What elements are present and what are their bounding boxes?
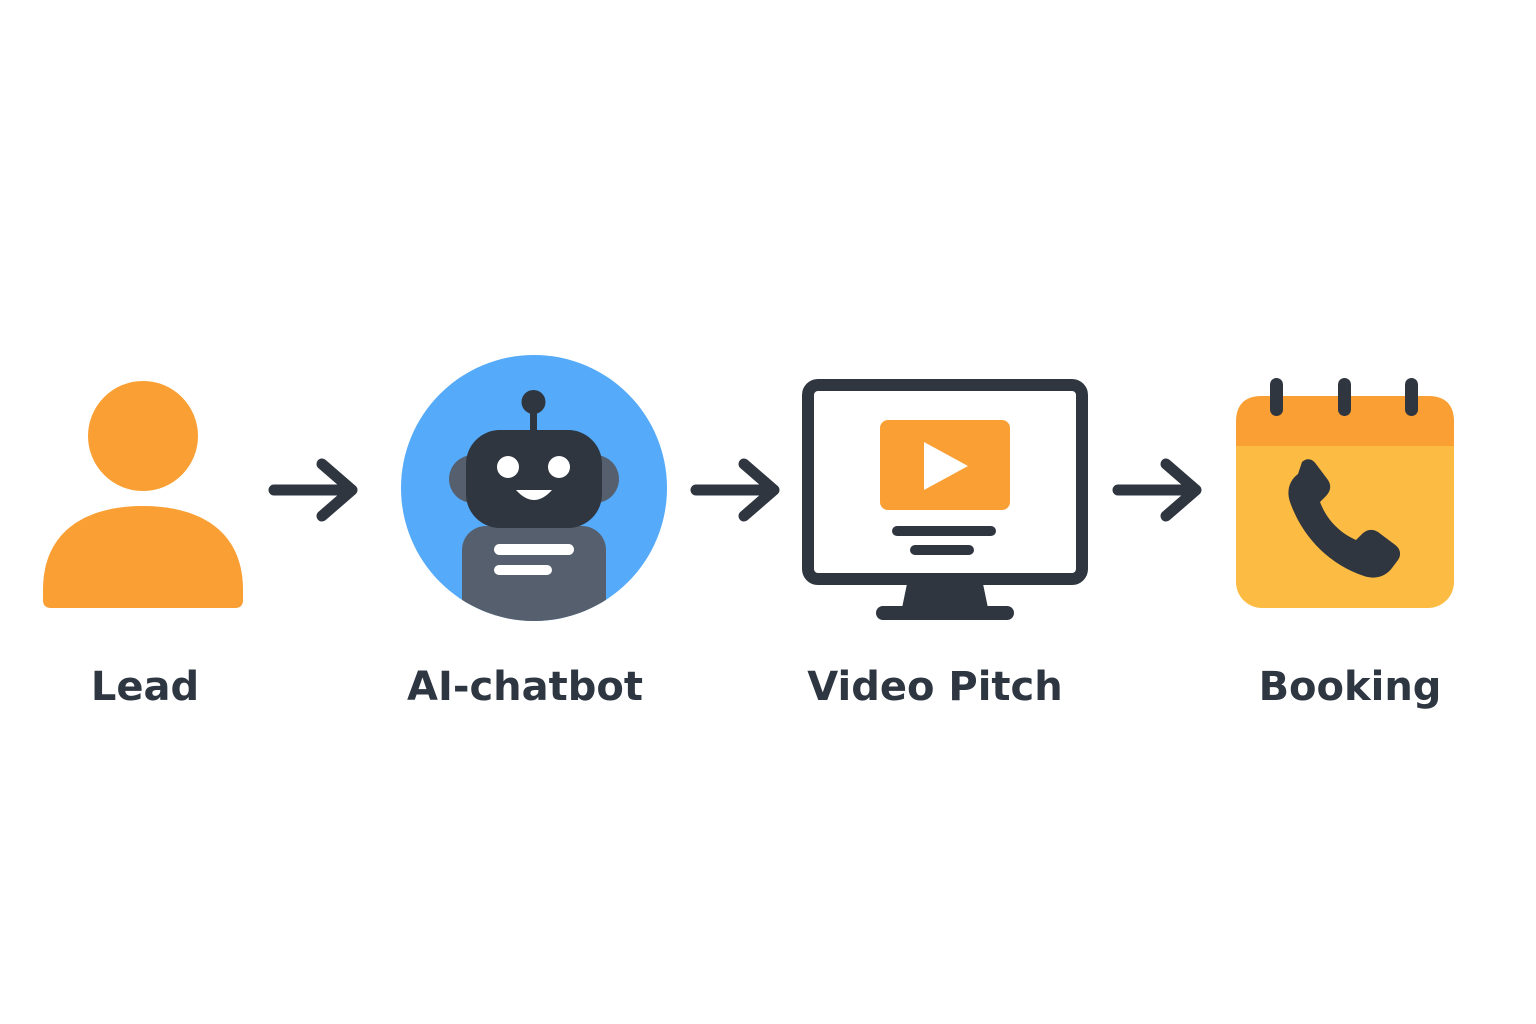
- arrow-right-icon: [1112, 458, 1202, 522]
- calendar-phone-icon: [1236, 378, 1454, 608]
- step-label-ai-chatbot: AI-chatbot: [407, 664, 643, 710]
- robot-icon: [401, 355, 667, 621]
- step-label-booking: Booking: [1258, 664, 1442, 710]
- step-label-lead: Lead: [90, 664, 200, 710]
- arrow-right-icon: [268, 458, 358, 522]
- arrow-right-icon: [690, 458, 780, 522]
- monitor-play-icon: [802, 379, 1088, 620]
- step-label-video-pitch: Video Pitch: [807, 664, 1063, 710]
- person-icon: [43, 381, 243, 608]
